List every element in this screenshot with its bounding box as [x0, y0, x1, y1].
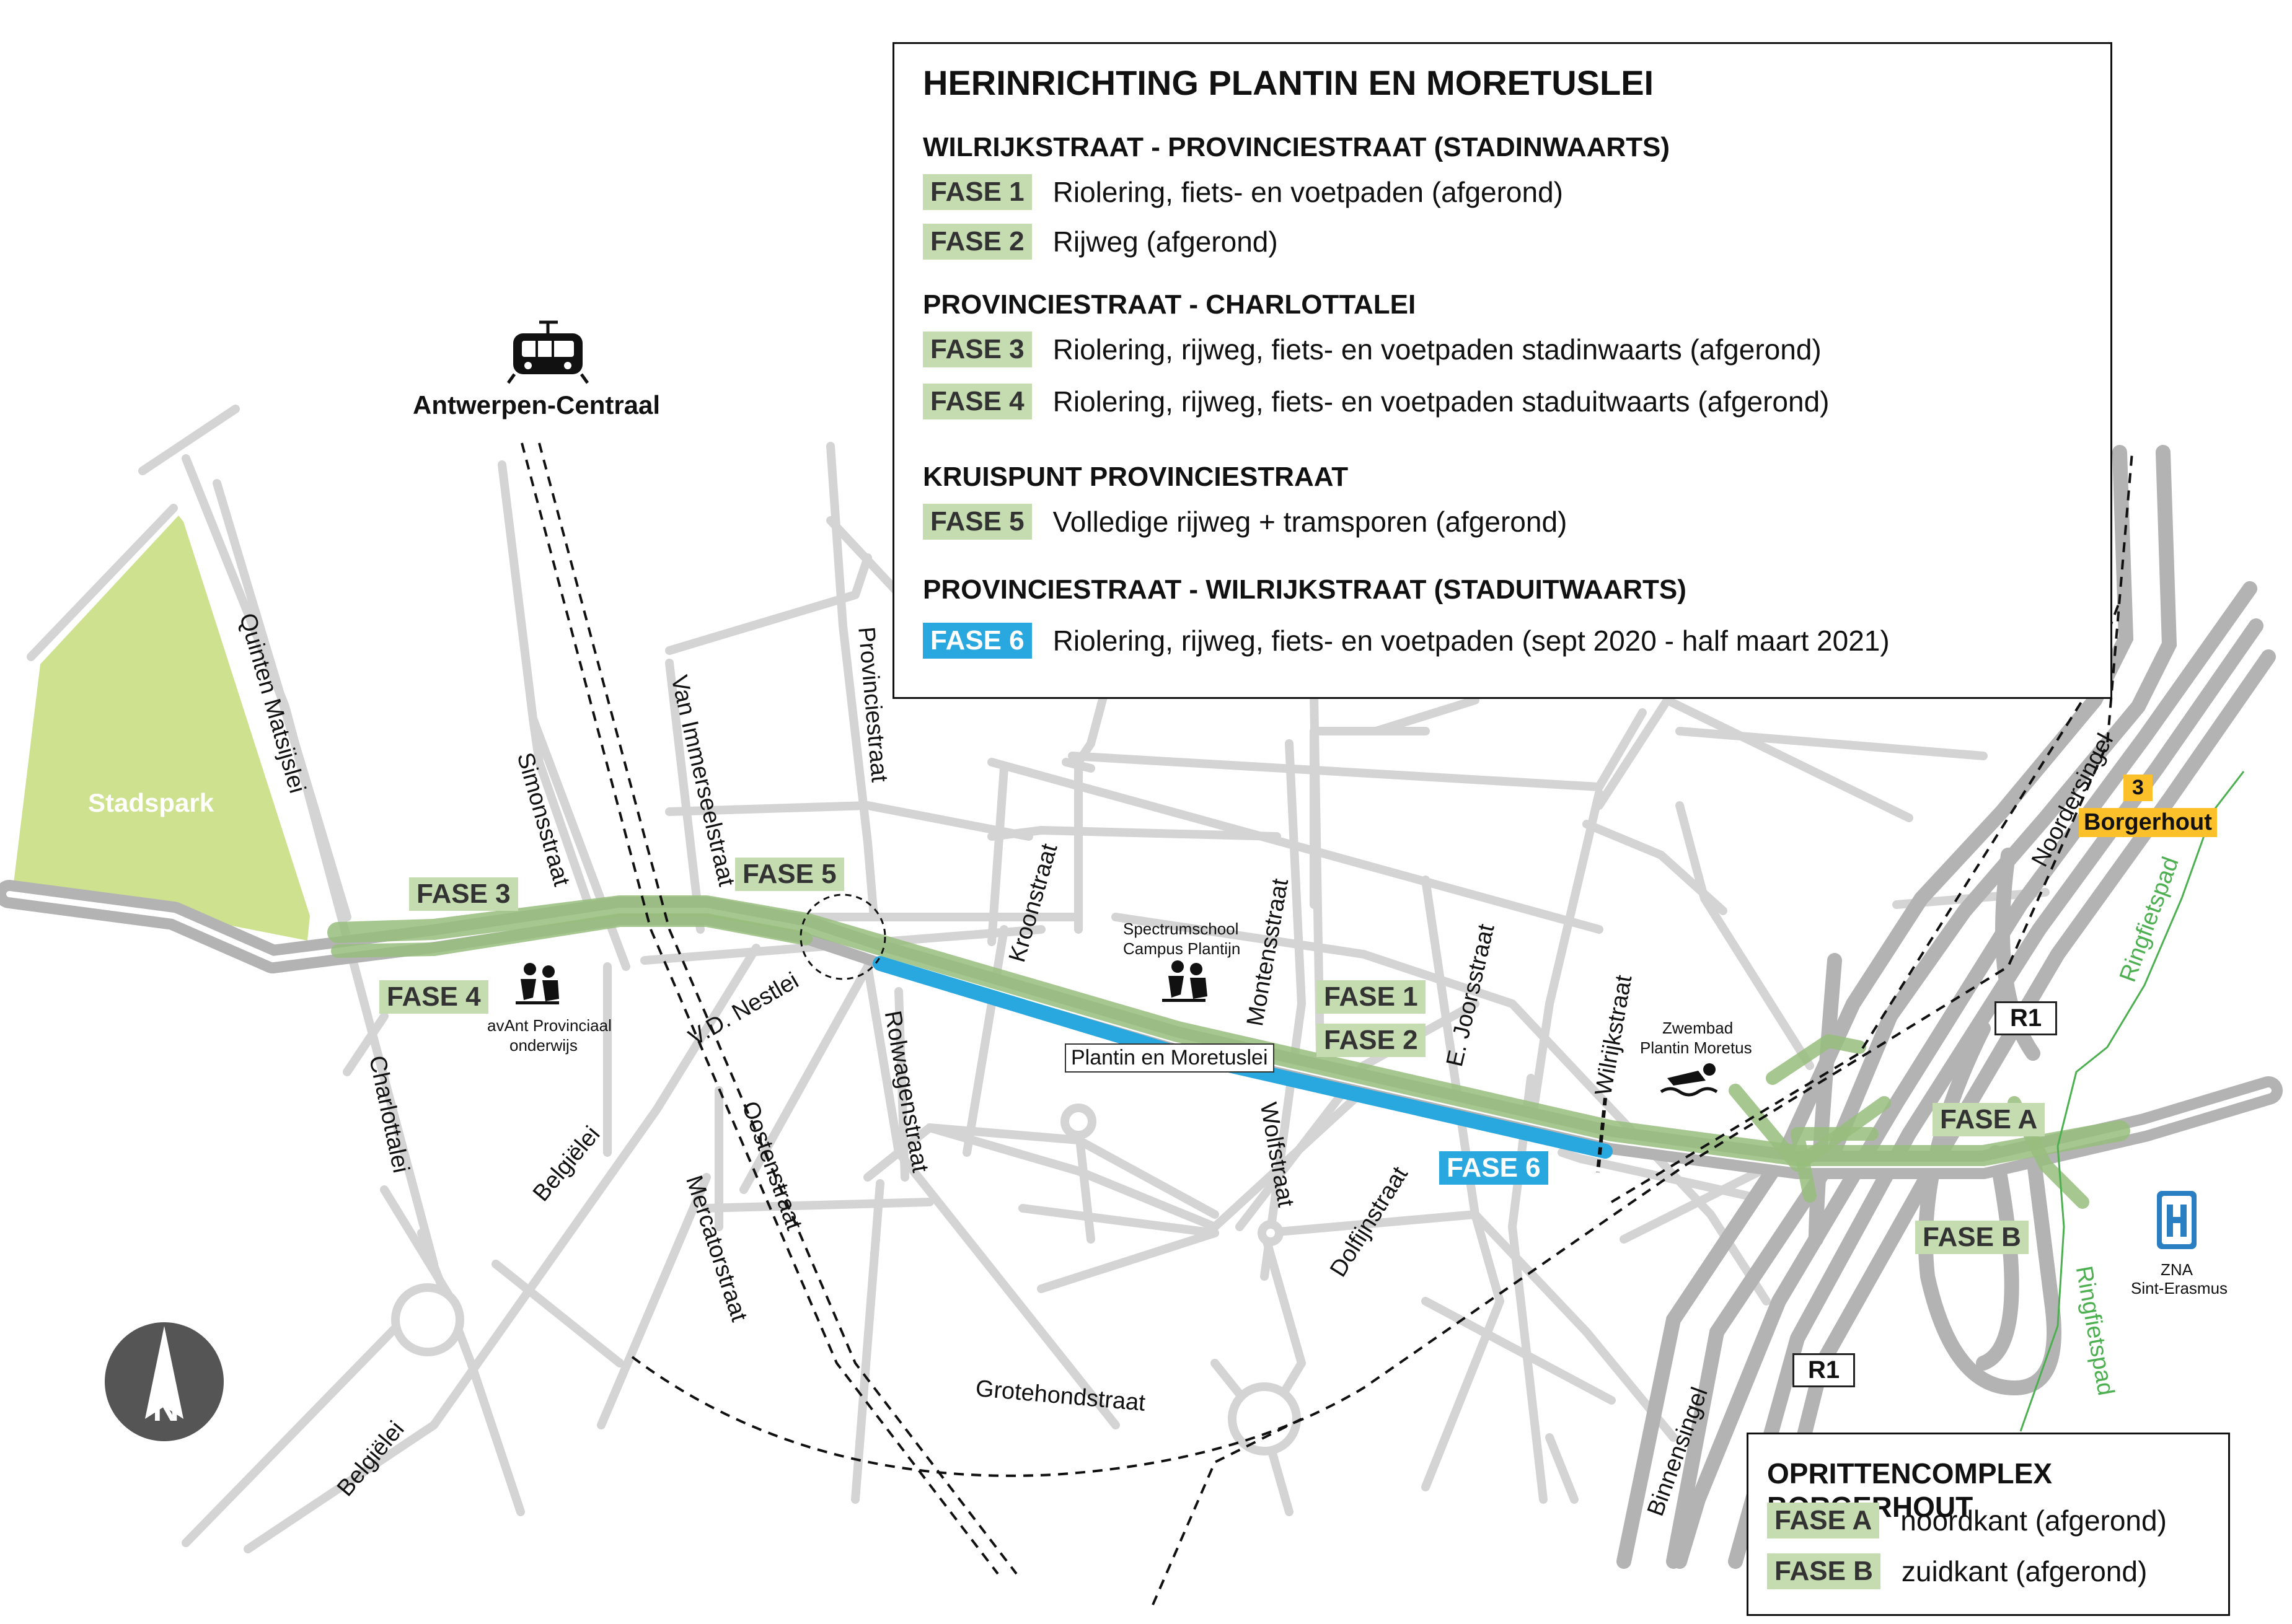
pool-line1: Zwembad	[1662, 1019, 1734, 1037]
pool-line2: Plantin Moretus	[1640, 1038, 1752, 1057]
stadspark-area	[14, 516, 310, 941]
legend-section-heading: PROVINCIESTRAAT - WILRIJKSTRAAT (STADUIT…	[923, 574, 1686, 605]
hospital-icon	[2157, 1191, 2197, 1249]
minor-streets	[27, 405, 2050, 1553]
phase-badge: FASE 6	[923, 623, 1032, 659]
phase-description: Riolering, rijweg, fiets- en voetpaden s…	[1052, 333, 1822, 366]
school2-line1: avAnt Provinciaal	[487, 1016, 612, 1035]
ringfietspad	[2019, 771, 2245, 1432]
phase-badge: FASE B	[1767, 1553, 1880, 1589]
main-road-label: Plantin en Moretuslei	[1065, 1043, 1274, 1073]
faseB-tag: FASE B	[1915, 1221, 2029, 1254]
legend-row: FASE 5 Volledige rijweg + tramsporen (af…	[923, 504, 1567, 540]
legend-row: FASE 3 Riolering, rijweg, fiets- en voet…	[923, 331, 1822, 367]
school2-line2: onderwijs	[509, 1036, 578, 1055]
phase-badge: FASE A	[1767, 1503, 1880, 1538]
fase5-tag: FASE 5	[735, 858, 844, 891]
fase4-tag: FASE 4	[379, 980, 488, 1014]
borgerhout-line-number: 3	[2123, 775, 2153, 801]
phase-description: noordkant (afgerond)	[1900, 1504, 2167, 1537]
station-label: Antwerpen-Centraal	[413, 390, 661, 419]
legend-section-heading: PROVINCIESTRAAT - CHARLOTTALEI	[923, 289, 1416, 320]
legend-row: FASE 2 Rijweg (afgerond)	[923, 224, 1278, 260]
hospital-line1: ZNA	[2161, 1260, 2193, 1279]
r1-sign-bottom: R1	[1792, 1353, 1856, 1387]
phase-description: Rijweg (afgerond)	[1052, 226, 1278, 258]
roundabouts	[391, 1104, 1301, 1455]
legend-row: FASE 1 Riolering, fiets- en voetpaden (a…	[923, 174, 1563, 210]
school1-line1: Spectrumschool	[1123, 920, 1239, 938]
legend-section-heading: KRUISPUNT PROVINCIESTRAAT	[923, 462, 1349, 492]
phase-badge: FASE 1	[923, 174, 1032, 210]
fase1-tag: FASE 1	[1316, 980, 1426, 1014]
swimmer-icon	[1660, 1063, 1718, 1097]
phase-description: Volledige rijweg + tramsporen (afgerond)	[1052, 506, 1567, 538]
tram-lines	[521, 442, 2133, 1605]
phase-badge: FASE 4	[923, 384, 1032, 419]
fase5-circle	[800, 893, 886, 980]
phase-badge: FASE 3	[923, 331, 1032, 367]
legend-row: FASE B zuidkant (afgerond)	[1767, 1553, 2147, 1589]
park-label: Stadspark	[88, 788, 214, 817]
school-icon-spectrum	[1162, 960, 1207, 1002]
phase6-end-marker	[1596, 1097, 1607, 1173]
north-label: N	[152, 1387, 180, 1429]
phase-description: Riolering, rijweg, fiets- en voetpaden s…	[1052, 385, 1830, 418]
fase3-tag: FASE 3	[409, 877, 518, 911]
phase-description: zuidkant (afgerond)	[1901, 1555, 2148, 1587]
legend-row: FASE 6 Riolering, rijweg, fiets- en voet…	[923, 623, 1890, 659]
phase-description: Riolering, fiets- en voetpaden (afgerond…	[1052, 176, 1563, 208]
legend-row: FASE 4 Riolering, rijweg, fiets- en voet…	[923, 384, 1830, 419]
legend-main: HERINRICHTING PLANTIN EN MORETUSLEI WILR…	[893, 42, 2112, 699]
phase-overlay-green	[327, 895, 2130, 1209]
r1-sign-top: R1	[1994, 1001, 2058, 1035]
phase-description: Riolering, rijweg, fiets- en voetpaden (…	[1052, 625, 1890, 657]
borgerhout-label: Borgerhout	[2079, 808, 2217, 837]
school1-line2: Campus Plantijn	[1123, 939, 1241, 958]
legend-row: FASE A noordkant (afgerond)	[1767, 1503, 2167, 1538]
fase6-tag: FASE 6	[1439, 1151, 1548, 1185]
legend-title: HERINRICHTING PLANTIN EN MORETUSLEI	[923, 63, 1654, 102]
hospital-line2: Sint-Erasmus	[2131, 1279, 2228, 1297]
train-icon	[506, 320, 589, 384]
north-arrow-icon	[105, 1322, 224, 1441]
phase-badge: FASE 5	[923, 504, 1032, 540]
legend-oprittencomplex: OPRITTENCOMPLEX BORGERHOUT FASE A noordk…	[1747, 1433, 2230, 1616]
phase-badge: FASE 2	[923, 224, 1032, 260]
school-icon-avant	[516, 963, 559, 1004]
ring-road	[1616, 445, 2276, 1569]
fase2-tag: FASE 2	[1316, 1024, 1426, 1057]
faseA-tag: FASE A	[1933, 1103, 2045, 1136]
legend-section-heading: WILRIJKSTRAAT - PROVINCIESTRAAT (STADINW…	[923, 132, 1670, 162]
